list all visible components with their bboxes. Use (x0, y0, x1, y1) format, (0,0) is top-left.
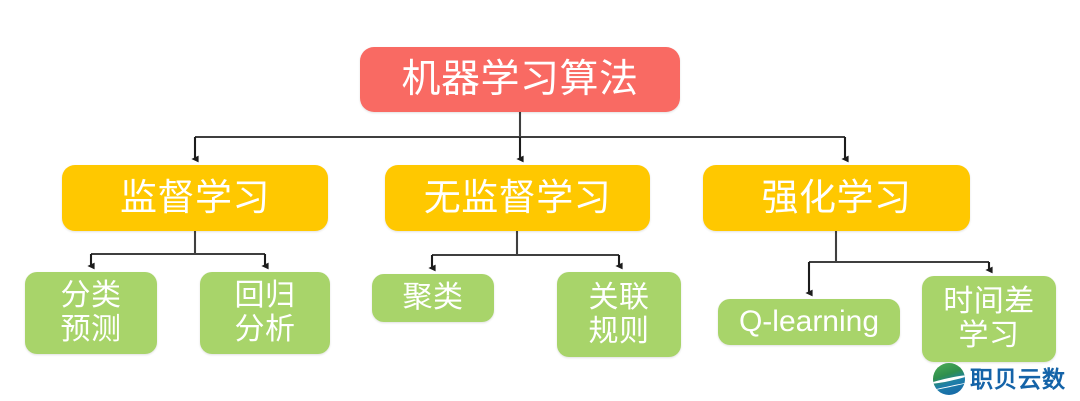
node-supervised-learning[interactable]: 监督学习 (62, 165, 328, 231)
edge-supervised-bus (91, 231, 265, 256)
wave-circle-logo-icon (933, 363, 965, 395)
node-root-machine-learning-algorithms[interactable]: 机器学习算法 (360, 47, 680, 112)
node-classification-prediction[interactable]: 分类 预测 (25, 272, 157, 354)
watermark: 职贝云数 (933, 363, 1066, 395)
node-unsupervised-learning[interactable]: 无监督学习 (385, 165, 650, 231)
edge-unsupervised-bus (432, 231, 619, 257)
node-regression-analysis[interactable]: 回归 分析 (200, 272, 330, 354)
edge-root-bus (195, 112, 845, 139)
watermark-label: 职贝云数 (970, 365, 1066, 392)
node-clustering[interactable]: 聚类 (372, 274, 494, 322)
node-reinforcement-learning[interactable]: 强化学习 (703, 165, 970, 231)
node-q-learning[interactable]: Q-learning (718, 299, 900, 345)
node-temporal-difference-learning[interactable]: 时间差 学习 (922, 276, 1056, 362)
edge-reinforcement-bus (809, 231, 989, 264)
node-association-rules[interactable]: 关联 规则 (557, 272, 681, 357)
